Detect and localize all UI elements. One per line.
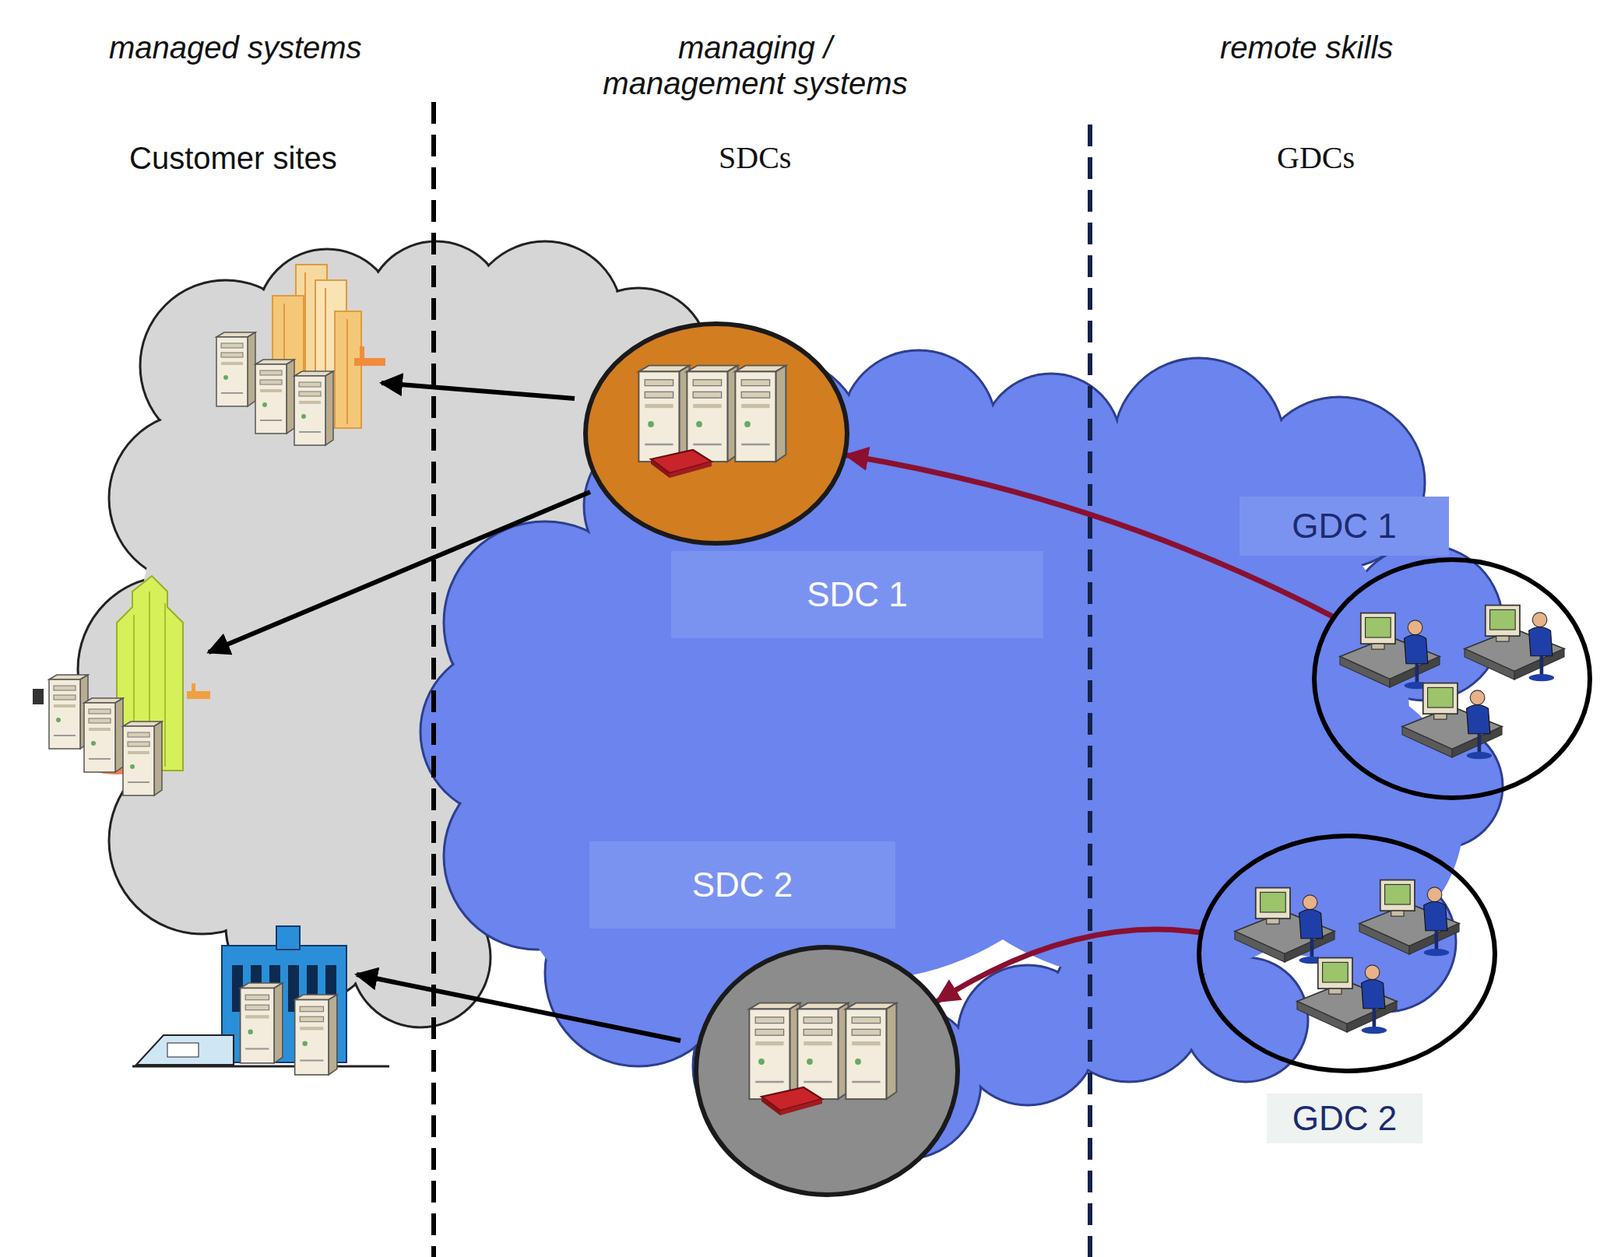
separator [1087,124,1093,1257]
column-heading: remote skills [1220,29,1393,66]
column-heading: managing / management systems [583,29,927,102]
connector-arrow [936,929,1200,1003]
site-heading: SDCs [718,140,792,176]
column-heading: managed systems [109,29,363,66]
node-outline [582,320,851,547]
node-label: SDC 1 [671,551,1044,639]
customer-building [32,576,211,796]
sdc-circle: SDC 1 [582,320,851,547]
site-heading: Customer sites [129,140,338,176]
customer-building [132,926,390,1076]
separator [431,101,437,1257]
node-outline [1195,833,1499,1075]
customer-building [216,264,386,446]
gdc-circle: GDC 2 [1195,833,1499,1075]
site-heading: GDCs [1276,140,1355,176]
node-label: GDC 2 [1266,1093,1423,1144]
node-outline [692,944,961,1199]
node-label: SDC 2 [589,841,896,929]
blue-cloud [420,350,1503,1161]
node-label: GDC 1 [1239,496,1449,556]
sdc-circle: SDC 2 [692,944,961,1199]
gdc-circle: GDC 1 [1311,556,1593,802]
node-outline [1311,556,1593,802]
